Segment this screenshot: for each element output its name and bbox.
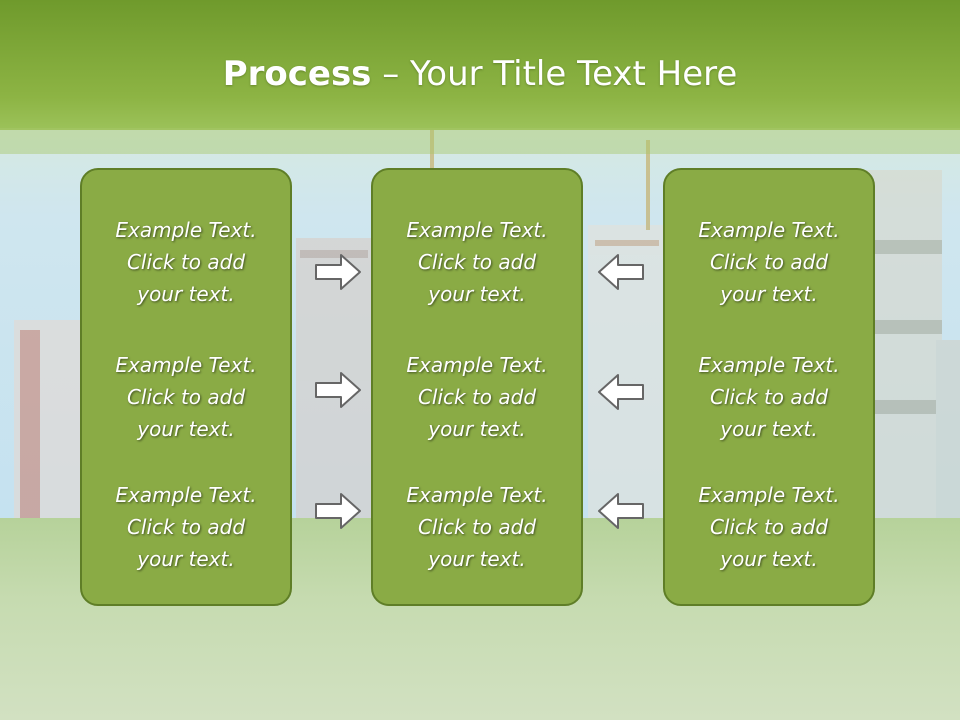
text-line: Example Text. xyxy=(115,483,257,507)
text-line: Click to add xyxy=(126,250,246,274)
text-line: Click to add xyxy=(709,250,829,274)
text-line: your text. xyxy=(137,417,235,441)
text-block[interactable]: Example Text. Click to add your text. xyxy=(665,349,873,445)
text-block[interactable]: Example Text. Click to add your text. xyxy=(82,479,290,575)
text-line: Click to add xyxy=(417,385,537,409)
process-box-2[interactable]: Example Text. Click to add your text. Ex… xyxy=(371,168,583,606)
text-line: your text. xyxy=(137,282,235,306)
text-block[interactable]: Example Text. Click to add your text. xyxy=(373,479,581,575)
text-block[interactable]: Example Text. Click to add your text. xyxy=(373,349,581,445)
process-box-3[interactable]: Example Text. Click to add your text. Ex… xyxy=(663,168,875,606)
text-line: your text. xyxy=(428,282,526,306)
text-line: Click to add xyxy=(709,515,829,539)
text-line: your text. xyxy=(720,547,818,571)
text-line: your text. xyxy=(137,547,235,571)
slide-title[interactable]: Process – Your Title Text Here xyxy=(0,52,960,96)
arrow-right-icon xyxy=(315,493,361,529)
text-line: Example Text. xyxy=(115,218,257,242)
text-line: your text. xyxy=(428,547,526,571)
text-line: Click to add xyxy=(417,250,537,274)
text-line: Click to add xyxy=(126,385,246,409)
text-line: Example Text. xyxy=(698,353,840,377)
text-line: your text. xyxy=(720,282,818,306)
arrow-right-icon xyxy=(315,372,361,408)
text-line: your text. xyxy=(428,417,526,441)
text-line: Example Text. xyxy=(698,483,840,507)
title-rest: – Your Title Text Here xyxy=(371,54,738,94)
text-block[interactable]: Example Text. Click to add your text. xyxy=(82,214,290,310)
text-line: Example Text. xyxy=(115,353,257,377)
text-block[interactable]: Example Text. Click to add your text. xyxy=(665,214,873,310)
text-block[interactable]: Example Text. Click to add your text. xyxy=(82,349,290,445)
text-line: Click to add xyxy=(417,515,537,539)
text-line: Example Text. xyxy=(698,218,840,242)
text-line: Click to add xyxy=(126,515,246,539)
title-bold: Process xyxy=(222,54,372,94)
text-line: Click to add xyxy=(709,385,829,409)
text-line: Example Text. xyxy=(406,353,548,377)
arrow-left-icon xyxy=(598,374,644,410)
arrow-left-icon xyxy=(598,254,644,290)
text-line: Example Text. xyxy=(406,483,548,507)
text-line: your text. xyxy=(720,417,818,441)
text-block[interactable]: Example Text. Click to add your text. xyxy=(373,214,581,310)
text-line: Example Text. xyxy=(406,218,548,242)
arrow-right-icon xyxy=(315,254,361,290)
text-block[interactable]: Example Text. Click to add your text. xyxy=(665,479,873,575)
arrow-left-icon xyxy=(598,493,644,529)
process-box-1[interactable]: Example Text. Click to add your text. Ex… xyxy=(80,168,292,606)
